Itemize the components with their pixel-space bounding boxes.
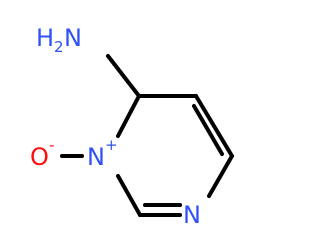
bond-n3-c4	[116, 94, 141, 138]
amine-nitrogen: N	[64, 24, 82, 52]
amine-group: H 2 N	[36, 24, 82, 56]
n-oxide-positive-charge: +	[105, 136, 118, 154]
ring-nitrogen: N	[183, 201, 201, 229]
n-oxide-nitrogen-group: N +	[87, 136, 118, 171]
amine-hydrogen: H	[36, 24, 54, 52]
molecule-diagram: H 2 N N + O - N	[30, 24, 234, 229]
bond-c2-n3	[116, 174, 142, 217]
bond-c6-n1	[207, 154, 234, 198]
structure-canvas: H 2 N N + O - N	[30, 24, 234, 229]
bond-c4-amine	[106, 54, 141, 98]
oxide-oxygen-group: O -	[30, 136, 54, 171]
oxide-oxygen: O	[30, 143, 49, 171]
bond-c5-c6-inner	[192, 104, 224, 156]
bonds	[60, 54, 234, 217]
n-oxide-nitrogen: N	[87, 143, 105, 171]
bond-c5-c6	[194, 94, 234, 158]
amine-hydrogen-count: 2	[54, 38, 64, 56]
oxide-negative-charge: -	[49, 136, 54, 154]
